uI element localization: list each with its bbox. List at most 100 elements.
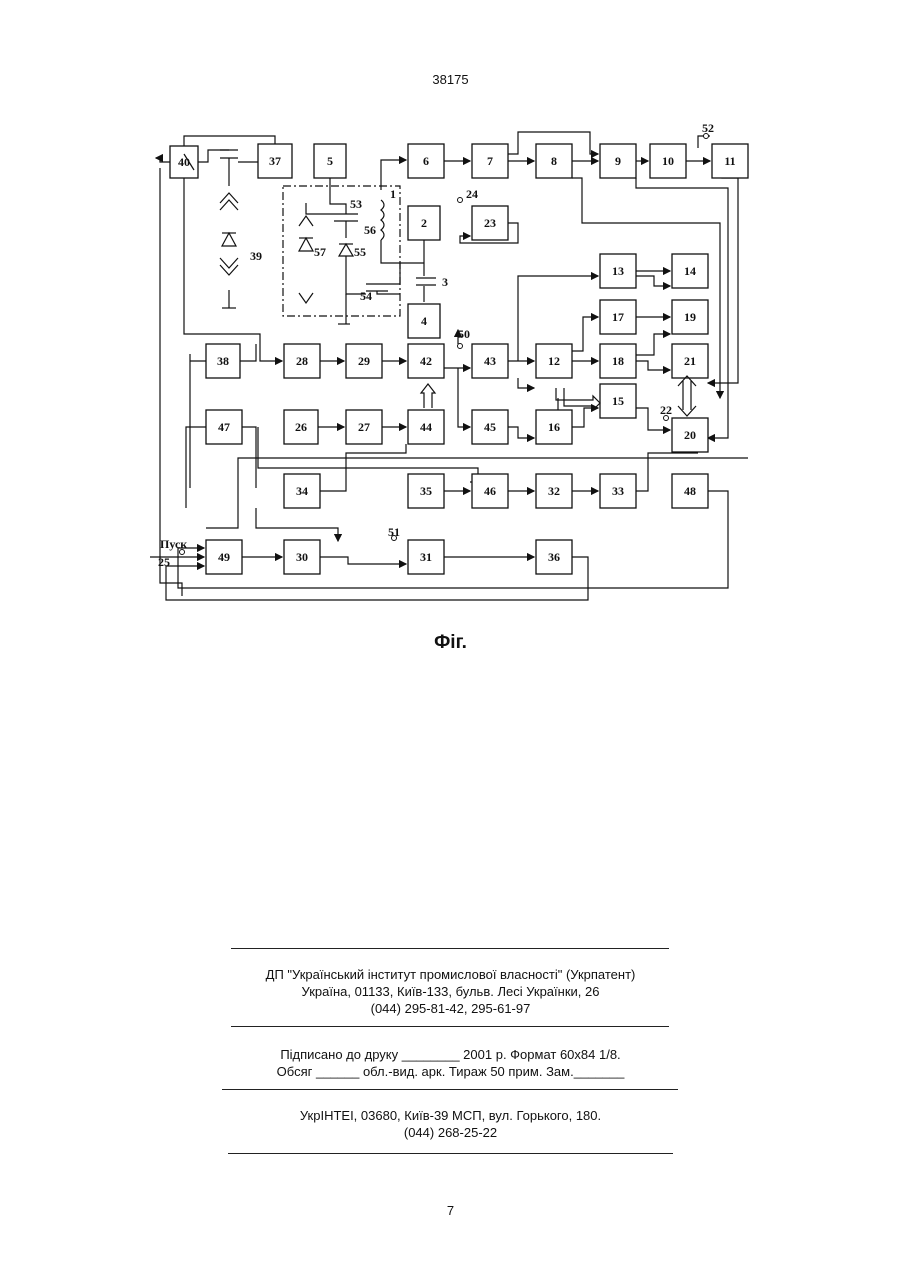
figure-caption: Фіг. bbox=[0, 632, 901, 654]
block-label: 35 bbox=[420, 484, 432, 498]
block-label: 36 bbox=[548, 550, 560, 564]
connector-wire bbox=[636, 276, 670, 286]
block-36: 36 bbox=[536, 540, 572, 574]
block-14: 14 bbox=[672, 254, 708, 288]
block-16: 16 bbox=[536, 410, 572, 444]
publisher-line-1: ДП "Український інститут промислової вла… bbox=[0, 966, 901, 983]
diagram-label-l25: 25 bbox=[158, 555, 170, 569]
divider bbox=[222, 1089, 678, 1090]
block-31: 31 bbox=[408, 540, 444, 574]
block-label: 21 bbox=[684, 354, 696, 368]
connector-wire bbox=[636, 361, 670, 370]
block-label: 33 bbox=[612, 484, 624, 498]
block-19: 19 bbox=[672, 300, 708, 334]
block-label: 27 bbox=[358, 420, 370, 434]
block-label: 40 bbox=[178, 155, 190, 169]
block-23: 23 bbox=[472, 206, 508, 240]
connector-wire bbox=[156, 158, 170, 162]
block-label: 34 bbox=[296, 484, 308, 498]
block-12: 12 bbox=[536, 344, 572, 378]
block-40: 40 bbox=[170, 146, 198, 178]
connector-wire bbox=[708, 161, 738, 383]
block-label: 20 bbox=[684, 428, 696, 442]
block-label: 43 bbox=[484, 354, 496, 368]
block-label: 4 bbox=[421, 314, 427, 328]
block-label: 7 bbox=[487, 154, 493, 168]
publisher-line-3: (044) 295-81-42, 295-61-97 bbox=[0, 1000, 901, 1017]
block-label: 6 bbox=[423, 154, 429, 168]
block-20: 20 bbox=[672, 418, 708, 452]
terminal-node bbox=[458, 198, 463, 203]
block-9: 9 bbox=[600, 144, 636, 178]
block-29: 29 bbox=[346, 344, 382, 378]
connector-wire bbox=[190, 354, 206, 488]
connector-wire bbox=[381, 240, 424, 263]
diagram-label-l24: 24 bbox=[466, 187, 478, 201]
block-6: 6 bbox=[408, 144, 444, 178]
connector-wire bbox=[320, 557, 406, 564]
terminal-node bbox=[704, 134, 709, 139]
terminal-node bbox=[458, 344, 463, 349]
block-47: 47 bbox=[206, 410, 242, 444]
block-label: 17 bbox=[612, 310, 624, 324]
terminal-node bbox=[180, 550, 185, 555]
connector-wire bbox=[198, 150, 229, 162]
block-label: 45 bbox=[484, 420, 496, 434]
divider bbox=[228, 1153, 673, 1154]
diagram-label-l55: 55 bbox=[354, 245, 366, 259]
connector-wire bbox=[388, 263, 400, 284]
diagram-label-pusk: Пуск bbox=[160, 537, 187, 551]
diagram-label-l56: 56 bbox=[364, 223, 376, 237]
block-label: 47 bbox=[218, 420, 230, 434]
block-30: 30 bbox=[284, 540, 320, 574]
block-49: 49 bbox=[206, 540, 242, 574]
printer-line-1: УкрІНТЕІ, 03680, Київ-39 МСП, вул. Горьк… bbox=[0, 1107, 901, 1124]
block-label: 18 bbox=[612, 354, 624, 368]
connector-wire bbox=[330, 178, 346, 214]
block-34: 34 bbox=[284, 474, 320, 508]
block-label: 2 bbox=[421, 216, 427, 230]
connector-wire bbox=[186, 427, 206, 508]
block-10: 10 bbox=[650, 144, 686, 178]
diagram-label-l39: 39 bbox=[250, 249, 262, 263]
connector-wire bbox=[636, 334, 670, 355]
block-label: 8 bbox=[551, 154, 557, 168]
connector-wire bbox=[178, 491, 728, 588]
connector-wire bbox=[508, 427, 534, 438]
diagram-label-l1: 1 bbox=[390, 187, 396, 201]
block-label: 28 bbox=[296, 354, 308, 368]
diagram-label-l52: 52 bbox=[702, 121, 714, 135]
block-13: 13 bbox=[600, 254, 636, 288]
block-label: 5 bbox=[327, 154, 333, 168]
block-46: 46 bbox=[472, 474, 508, 508]
block-42: 42 bbox=[408, 344, 444, 378]
divider bbox=[231, 1026, 669, 1027]
block-diagram: 4037567891011223413141719382829424312182… bbox=[138, 108, 763, 608]
diagram-label-l22: 22 bbox=[660, 403, 672, 417]
diagram-label-l54: 54 bbox=[360, 289, 372, 303]
connector-wire bbox=[458, 368, 470, 427]
block-label: 46 bbox=[484, 484, 496, 498]
block-7: 7 bbox=[472, 144, 508, 178]
terminal-node bbox=[392, 536, 397, 541]
block-label: 31 bbox=[420, 550, 432, 564]
connector-wire bbox=[572, 408, 598, 427]
block-26: 26 bbox=[284, 410, 318, 444]
block-diagram-figure: 4037567891011223413141719382829424312182… bbox=[138, 108, 763, 608]
block-label: 37 bbox=[269, 154, 281, 168]
block-27: 27 bbox=[346, 410, 382, 444]
block-label: 23 bbox=[484, 216, 496, 230]
block-5: 5 bbox=[314, 144, 346, 178]
block-15: 15 bbox=[600, 384, 636, 418]
block-label: 29 bbox=[358, 354, 370, 368]
connector-wire bbox=[160, 168, 182, 596]
diagram-label-l3: 3 bbox=[442, 275, 448, 289]
divider bbox=[231, 948, 669, 949]
block-label: 12 bbox=[548, 354, 560, 368]
block-38: 38 bbox=[206, 344, 240, 378]
print-info-line-1: Підписано до друку ________ 2001 р. Форм… bbox=[0, 1046, 901, 1063]
block-label: 26 bbox=[295, 420, 307, 434]
block-28: 28 bbox=[284, 344, 320, 378]
block-label: 11 bbox=[724, 154, 735, 168]
block-label: 9 bbox=[615, 154, 621, 168]
